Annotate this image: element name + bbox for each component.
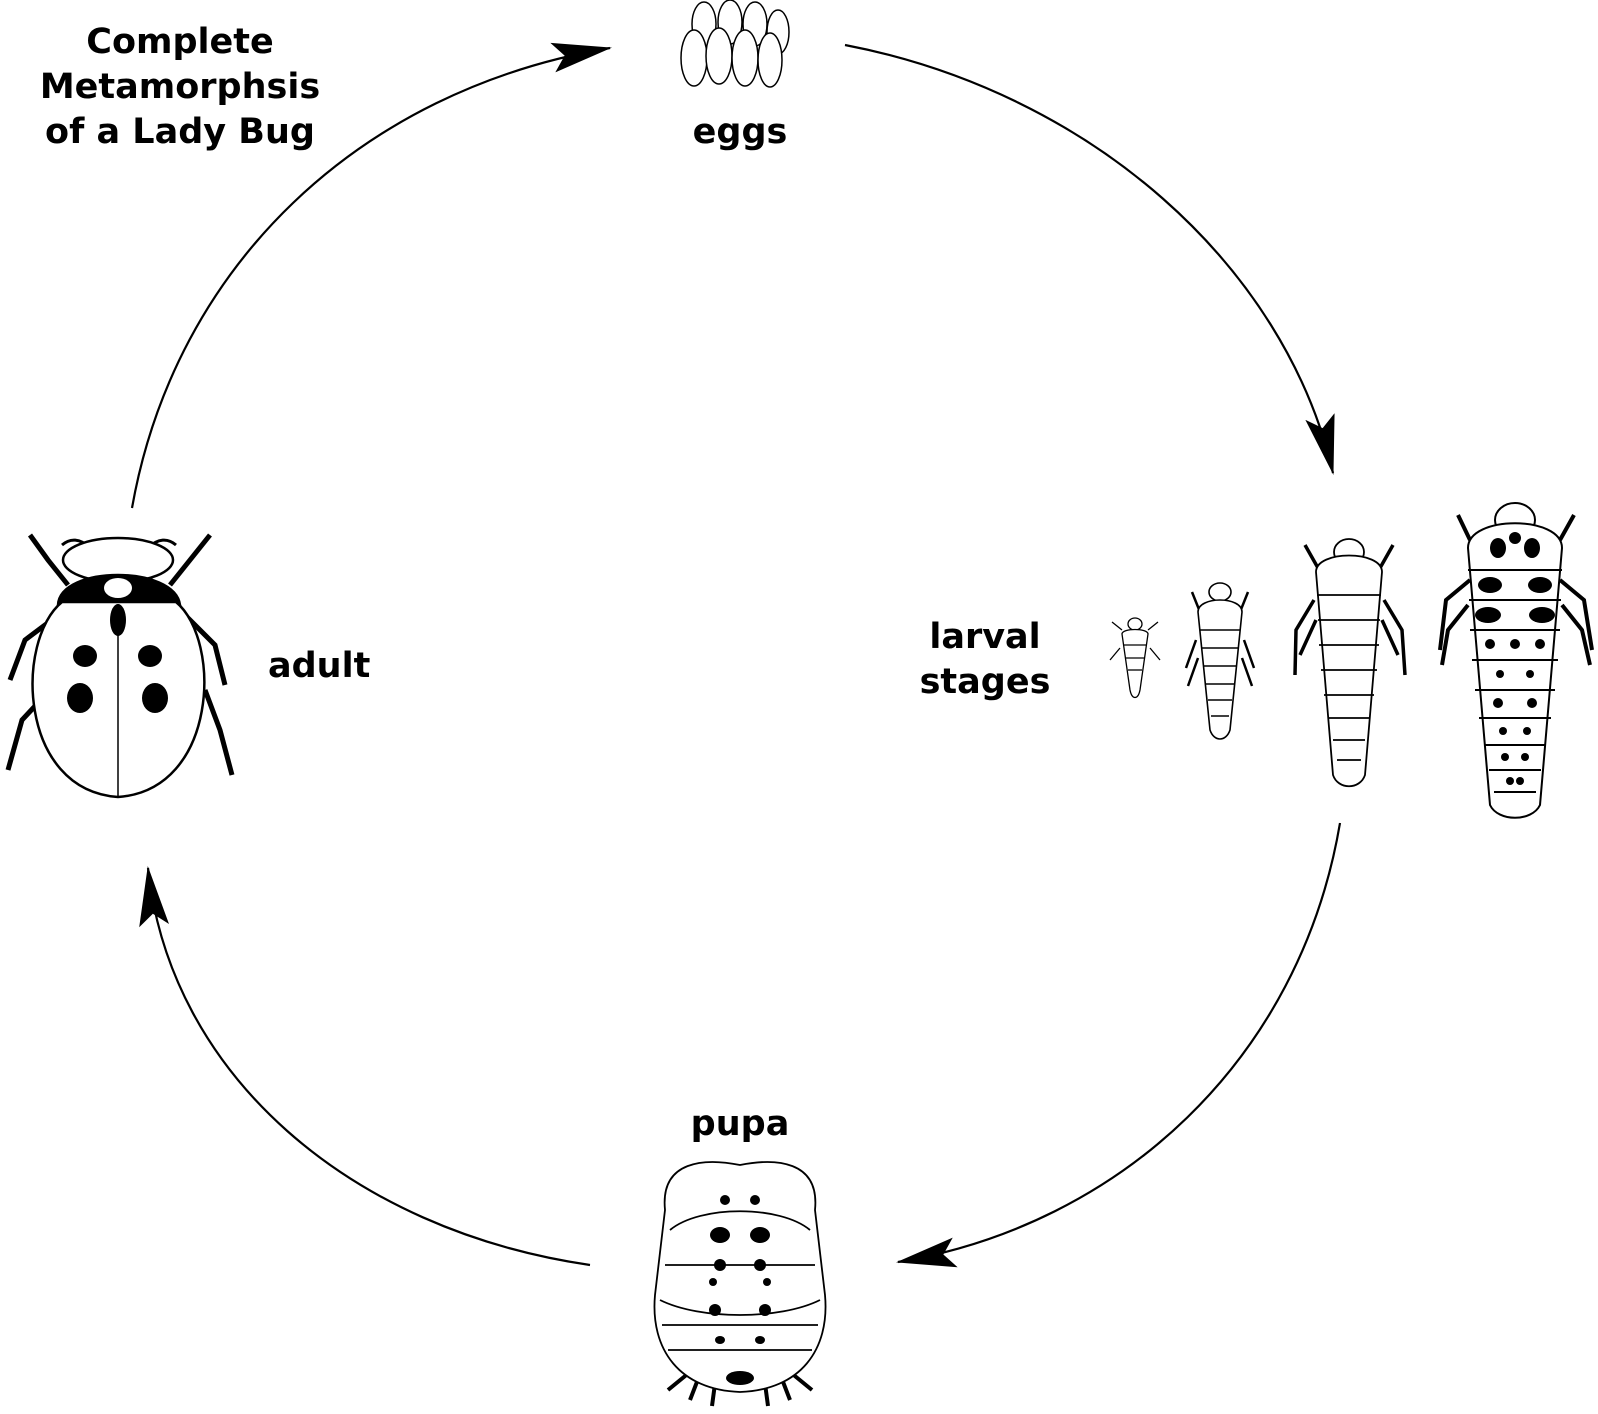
larva-stage-4-illustration [1440, 503, 1592, 818]
arrow-pupa-to-adult [148, 868, 590, 1265]
pupa-illustration [654, 1162, 825, 1406]
label-adult: adult [268, 644, 398, 689]
larva-stage-2-illustration [1186, 583, 1254, 739]
title-line-2: Metamorphsis [20, 65, 340, 110]
label-eggs: eggs [680, 110, 800, 155]
title-line-1: Complete [20, 20, 340, 65]
adult-ladybug-illustration [8, 535, 232, 797]
larva-stage-3-illustration [1295, 539, 1405, 786]
arrow-eggs-to-larva [845, 45, 1333, 473]
label-pupa: pupa [680, 1102, 800, 1147]
label-larval-stages: larval stages [905, 615, 1065, 705]
title-line-3: of a Lady Bug [20, 110, 340, 155]
larva-stage-1-illustration [1110, 618, 1160, 698]
label-larval-line-1: larval [905, 615, 1065, 660]
arrow-larva-to-pupa [898, 823, 1340, 1262]
label-larval-line-2: stages [905, 660, 1065, 705]
diagram-title: Complete Metamorphsis of a Lady Bug [20, 20, 340, 155]
eggs-illustration [681, 0, 789, 87]
